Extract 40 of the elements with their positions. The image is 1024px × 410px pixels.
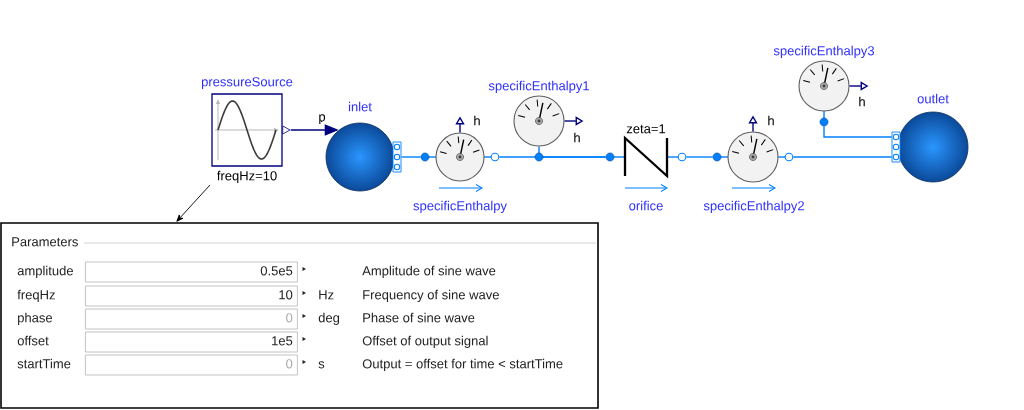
leader-arrow [176,184,211,222]
edge-label: h [768,115,774,126]
component-label: inlet [348,101,372,112]
input-field: 0.5e5 [85,261,298,283]
edge-label: p [319,114,326,124]
edge-label: h [859,96,865,107]
input-field: 0 [85,308,298,330]
component-label: pressureSource [201,77,293,89]
component-label: orifice [629,200,663,211]
connector-line [400,156,422,158]
description-text: Output = offset for time < startTime [362,358,563,371]
component-label: specificEnthalpy1 [488,80,589,93]
edge-label: h [574,132,580,143]
connector-line [685,156,714,158]
description-text: Offset of output signal [362,335,488,348]
description-text: Frequency of sine wave [363,289,499,302]
connector-line [823,125,893,138]
field-label: phase [18,312,53,325]
unit-label: s [318,361,325,369]
parameter-label: freqHz=10 [217,170,277,183]
edge-label: h [474,115,480,126]
field-label: startTime [17,358,71,369]
component-label: outlet [917,93,949,104]
field-label: amplitude [17,265,73,278]
connector-line [538,145,607,158]
description-text: Amplitude of sine wave [362,265,496,278]
description-text: Phase of sine wave [363,312,475,323]
unit-label: deg [318,312,340,325]
component-label: specificEnthalpy [413,200,507,213]
field-label: offset [17,335,49,346]
panel-heading: Parameters [12,237,78,247]
unit-label: Hz [319,290,334,300]
field-label: freqHz [17,289,55,302]
component-label: specificEnthalpy2 [703,200,804,213]
parameter-label: zeta=1 [626,124,666,134]
input-field: 1e5 [85,331,298,353]
input-field: 0 [85,354,298,376]
component-label: specificEnthalpy3 [773,45,874,58]
input-field: 10 [85,285,298,307]
connector-line [792,156,893,158]
